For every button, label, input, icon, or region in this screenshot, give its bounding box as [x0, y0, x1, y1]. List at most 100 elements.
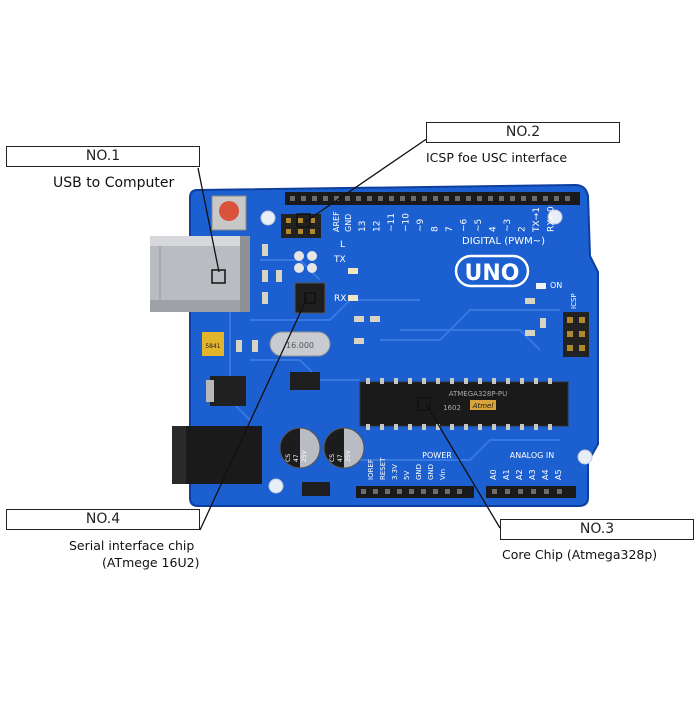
capacitor-2 — [323, 427, 365, 469]
callout-no2-number: NO.2 — [505, 124, 541, 140]
voltage-regulator — [210, 376, 246, 406]
icsp-header-pins — [567, 317, 585, 351]
mounting-hole — [547, 209, 563, 225]
leader-lines — [197, 137, 501, 531]
leader-line-no3 — [425, 403, 501, 529]
capacitor-marking: 25V — [301, 449, 308, 462]
digital-pin-label: ~9 — [416, 218, 426, 232]
aref-label: AREF — [332, 211, 341, 232]
analog-pin-label: A4 — [541, 469, 550, 480]
mounting-hole — [577, 449, 593, 465]
analog-pin-label: A2 — [515, 469, 524, 480]
analog-pin-label: A5 — [554, 469, 563, 480]
icsp2-header-pins — [286, 218, 315, 234]
l-label: L — [340, 240, 345, 250]
core-chip-marker — [417, 397, 431, 411]
digital-header — [285, 192, 580, 205]
small-chip-text: 5841 — [205, 343, 220, 350]
chip-brand: Atmel — [472, 402, 494, 410]
digital-pin-label: ~11 — [387, 213, 397, 232]
icsp2-header — [281, 214, 321, 238]
digital-header-pins — [290, 196, 570, 201]
digital-pin-label: ~3 — [503, 219, 513, 232]
on-label: ON — [550, 281, 562, 290]
callout-no4-box: NO.4 — [6, 509, 200, 530]
tx-led — [348, 268, 358, 274]
usb-connector — [150, 236, 250, 312]
power-pin-label: GND — [415, 464, 423, 480]
capacitor-marking: 47 — [293, 454, 300, 462]
regulator-tab — [206, 380, 214, 402]
digital-pin-label: ~6 — [460, 218, 470, 232]
analog-pin-label: A3 — [528, 469, 537, 480]
capacitor-marking: CS — [285, 454, 292, 462]
icsp-header — [563, 312, 589, 357]
power-pin-label: IOREF — [367, 459, 375, 480]
power-pin-label: RESET — [379, 457, 387, 480]
power-label: POWER — [422, 451, 452, 460]
leader-line-no1 — [197, 167, 220, 273]
tx-label: TX — [333, 255, 346, 265]
digital-pin-label: 2 — [518, 226, 528, 232]
capacitor-marking: 25V — [345, 449, 352, 462]
rx-led — [348, 295, 358, 301]
digital-pin-label: TX→1 — [532, 207, 542, 233]
crystal-oscillator — [269, 331, 331, 357]
rx-label: RX — [334, 294, 346, 304]
reset-button — [219, 201, 239, 221]
analog-pin-label: A0 — [489, 469, 498, 480]
icsp2-marker — [296, 213, 311, 228]
atmega328p-chip — [359, 378, 569, 430]
mounting-hole — [268, 478, 284, 494]
mounting-hole — [260, 210, 276, 226]
uno-logo: UNO — [465, 261, 520, 286]
callout-no4-description-line2: (ATmege 16U2) — [102, 555, 200, 570]
serial-chip-marker — [304, 292, 316, 304]
callout-no1-number: NO.1 — [85, 148, 121, 164]
callout-no3-box: NO.3 — [500, 519, 694, 540]
fuse — [302, 482, 330, 496]
op-amp-chip — [290, 372, 320, 390]
capacitor-1 — [279, 427, 321, 469]
callout-no4-description-line1: Serial interface chip — [69, 538, 195, 553]
digital-pin-label: 8 — [431, 226, 441, 232]
callout-no3-description: Core Chip (Atmega328p) — [502, 547, 658, 562]
digital-pin-label: 13 — [358, 221, 368, 232]
digital-pin-label: 12 — [373, 221, 383, 232]
callout-no1-description: USB to Computer — [53, 175, 175, 191]
analog-pin-label: A1 — [502, 469, 511, 480]
serial-chip-16u2 — [294, 282, 326, 314]
capacitor-marking: 47 — [337, 454, 344, 462]
on-led — [536, 283, 546, 289]
uno-logo-frame — [454, 254, 530, 288]
bottom-header-pins — [361, 489, 562, 494]
digital-pin-label: 7 — [445, 226, 455, 232]
leader-line-no4 — [199, 297, 308, 531]
power-pin-label: 5V — [403, 471, 411, 480]
icsp-label: ICSP — [570, 293, 578, 309]
crystal-text: 16.000 — [286, 341, 314, 350]
callout-no2-box: NO.2 — [426, 122, 620, 143]
smd-components — [236, 244, 546, 352]
chip-code: 1602 — [443, 404, 461, 412]
callout-no2-description: ICSP foe USC interface — [426, 150, 568, 165]
gnd-label: GND — [344, 214, 353, 232]
digital-label: DIGITAL (PWM~) — [462, 236, 545, 247]
power-pin-label: 3.3V — [391, 464, 399, 480]
callout-no3-number: NO.3 — [579, 521, 615, 537]
digital-pin-label: RX←0 — [547, 206, 557, 232]
analog-pin-labels: A0 A1 A2 A3 A4 A5 — [489, 469, 563, 480]
callout-no1-box: NO.1 — [6, 146, 200, 167]
jumper-pads — [294, 251, 317, 273]
power-pin-label: Vin — [439, 469, 447, 480]
chip-text: ATMEGA328P-PU — [449, 390, 508, 398]
analog-label: ANALOG IN — [510, 451, 555, 460]
callout-no4-number: NO.4 — [85, 511, 121, 527]
small-yellow-chip — [202, 332, 224, 356]
